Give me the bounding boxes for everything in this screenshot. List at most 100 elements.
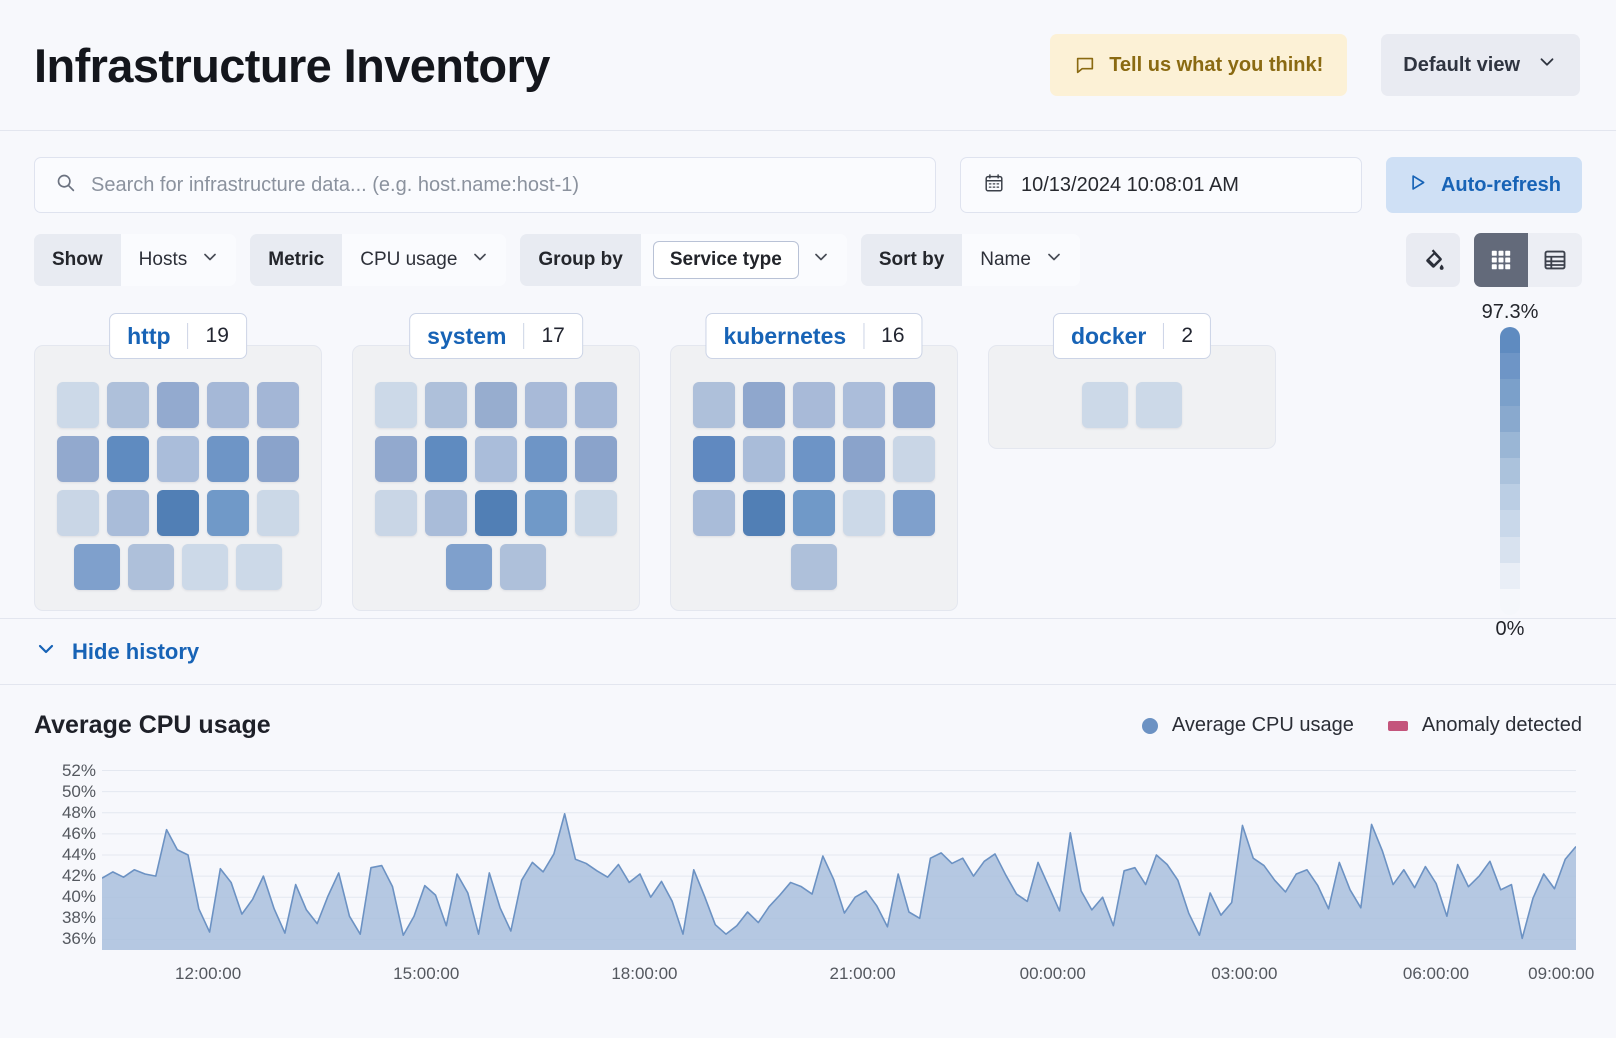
waffle-tile-row xyxy=(693,382,935,428)
waffle-tile[interactable] xyxy=(207,382,249,428)
waffle-tile[interactable] xyxy=(475,382,517,428)
legend-label: Anomaly detected xyxy=(1421,714,1582,736)
waffle-tile[interactable] xyxy=(500,544,546,590)
waffle-tile[interactable] xyxy=(257,490,299,536)
chevron-down-icon xyxy=(200,247,220,273)
filter-group-by-select[interactable]: Service type xyxy=(640,234,847,286)
waffle-group-header[interactable]: system 17 xyxy=(409,313,583,359)
waffle-tile[interactable] xyxy=(74,544,120,590)
table-view-icon[interactable] xyxy=(1528,233,1582,287)
waffle-tile[interactable] xyxy=(157,436,199,482)
search-placeholder: Search for infrastructure data... (e.g. … xyxy=(91,173,580,196)
header-actions: Tell us what you think! Default view xyxy=(1050,34,1580,96)
waffle-tile[interactable] xyxy=(893,490,935,536)
waffle-tile[interactable] xyxy=(475,436,517,482)
waffle-tile-row xyxy=(375,490,617,536)
waffle-tile[interactable] xyxy=(128,544,174,590)
hide-history-toggle[interactable]: Hide history xyxy=(0,619,1616,685)
waffle-group-count: 19 xyxy=(205,324,229,347)
legend-item-average-cpu-usage[interactable]: Average CPU usage xyxy=(1141,714,1354,737)
waffle-tile[interactable] xyxy=(107,382,149,428)
waffle-tile[interactable] xyxy=(157,382,199,428)
waffle-tile[interactable] xyxy=(375,490,417,536)
waffle-tile[interactable] xyxy=(425,490,467,536)
filter-metric-label: Metric xyxy=(250,234,343,286)
waffle-tile[interactable] xyxy=(425,436,467,482)
waffle-tile[interactable] xyxy=(1136,382,1182,428)
waffle-group-count: 2 xyxy=(1181,324,1194,347)
waffle-tile[interactable] xyxy=(893,382,935,428)
filter-show-label: Show xyxy=(34,234,121,286)
waffle-group-http: http 19 xyxy=(34,313,322,611)
x-axis-tick: 03:00:00 xyxy=(1211,964,1278,983)
waffle-tile[interactable] xyxy=(843,382,885,428)
waffle-tile[interactable] xyxy=(182,544,228,590)
waffle-tile[interactable] xyxy=(843,436,885,482)
waffle-tile[interactable] xyxy=(743,382,785,428)
waffle-tile[interactable] xyxy=(375,436,417,482)
waffle-tile[interactable] xyxy=(57,382,99,428)
waffle-tile[interactable] xyxy=(693,490,735,536)
waffle-group-docker: docker 2 xyxy=(988,313,1276,449)
view-mode-toggle xyxy=(1474,233,1582,287)
waffle-tile[interactable] xyxy=(475,490,517,536)
waffle-tile[interactable] xyxy=(743,436,785,482)
waffle-tile[interactable] xyxy=(793,490,835,536)
waffle-tile[interactable] xyxy=(107,490,149,536)
auto-refresh-button[interactable]: Auto-refresh xyxy=(1386,157,1582,213)
waffle-tile[interactable] xyxy=(446,544,492,590)
search-input[interactable]: Search for infrastructure data... (e.g. … xyxy=(34,157,936,213)
legend-item-anomaly-detected[interactable]: Anomaly detected xyxy=(1387,714,1582,737)
waffle-tile[interactable] xyxy=(257,382,299,428)
chart-plot-area[interactable] xyxy=(102,760,1576,950)
waffle-tile[interactable] xyxy=(1082,382,1128,428)
waffle-tile[interactable] xyxy=(575,382,617,428)
legend-stop xyxy=(1500,327,1520,354)
waffle-tile[interactable] xyxy=(893,436,935,482)
toolbar-search-row: Search for infrastructure data... (e.g. … xyxy=(34,157,1582,213)
waffle-tile[interactable] xyxy=(793,382,835,428)
waffle-tiles xyxy=(375,382,617,590)
grid-view-icon[interactable] xyxy=(1474,233,1528,287)
waffle-tile[interactable] xyxy=(207,490,249,536)
waffle-tile[interactable] xyxy=(525,436,567,482)
waffle-group-header[interactable]: kubernetes 16 xyxy=(705,313,923,359)
waffle-tile[interactable] xyxy=(107,436,149,482)
waffle-tile[interactable] xyxy=(236,544,282,590)
waffle-group-header[interactable]: docker 2 xyxy=(1052,313,1212,359)
x-axis-tick: 18:00:00 xyxy=(611,964,678,983)
waffle-tile[interactable] xyxy=(257,436,299,482)
waffle-tile[interactable] xyxy=(157,490,199,536)
legend-stop xyxy=(1500,484,1520,511)
waffle-tile[interactable] xyxy=(743,490,785,536)
waffle-group-header[interactable]: http 19 xyxy=(109,313,247,359)
filter-show-select[interactable]: Hosts xyxy=(120,234,237,286)
chart-line xyxy=(102,814,1576,939)
waffle-tile[interactable] xyxy=(793,436,835,482)
waffle-tile[interactable] xyxy=(575,490,617,536)
waffle-tile[interactable] xyxy=(693,382,735,428)
history-chart-panel: Average CPU usage Average CPU usage Anom… xyxy=(0,685,1616,1038)
waffle-tile[interactable] xyxy=(57,490,99,536)
waffle-tile[interactable] xyxy=(693,436,735,482)
chart-y-axis: 52%50%48%46%44%42%40%38%36% xyxy=(34,760,96,950)
paint-bucket-icon[interactable] xyxy=(1406,233,1460,287)
waffle-tile[interactable] xyxy=(525,382,567,428)
filter-sort-by-select[interactable]: Name xyxy=(962,234,1080,286)
waffle-tile[interactable] xyxy=(791,544,837,590)
waffle-tile[interactable] xyxy=(425,382,467,428)
filter-metric-select[interactable]: CPU usage xyxy=(342,234,507,286)
waffle-tile[interactable] xyxy=(525,490,567,536)
legend-stop xyxy=(1500,510,1520,537)
waffle-tile[interactable] xyxy=(207,436,249,482)
waffle-tile[interactable] xyxy=(375,382,417,428)
waffle-tile[interactable] xyxy=(843,490,885,536)
auto-refresh-label: Auto-refresh xyxy=(1440,173,1561,196)
waffle-tile[interactable] xyxy=(575,436,617,482)
legend-max-value: 97.3% xyxy=(1481,301,1539,323)
feedback-button[interactable]: Tell us what you think! xyxy=(1050,34,1348,96)
date-picker[interactable]: 10/13/2024 10:08:01 AM xyxy=(960,157,1362,213)
waffle-tile[interactable] xyxy=(57,436,99,482)
view-selector[interactable]: Default view xyxy=(1381,34,1580,96)
